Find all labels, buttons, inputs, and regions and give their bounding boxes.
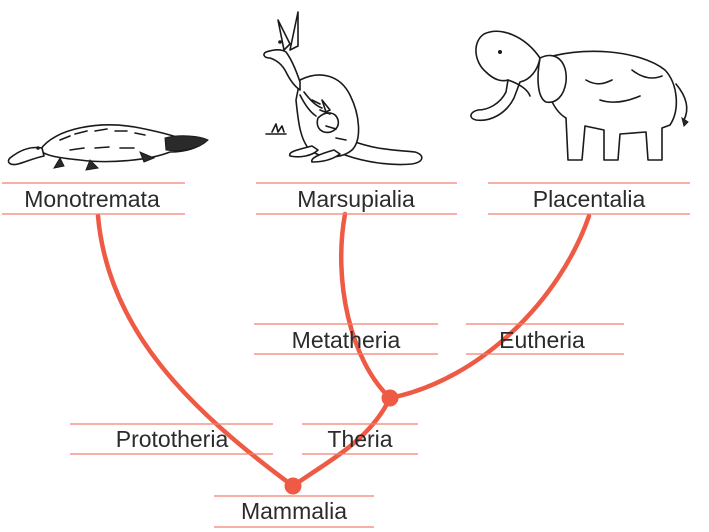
label-placentalia: Placentalia xyxy=(533,186,646,212)
taxon-placentalia: Placentalia xyxy=(488,182,690,215)
tree-branches xyxy=(95,211,592,495)
label-mammalia: Mammalia xyxy=(241,498,347,524)
taxon-marsupialia: Marsupialia xyxy=(256,182,457,215)
kangaroo-illustration xyxy=(263,11,423,166)
elephant-illustration xyxy=(470,30,689,161)
taxon-eutheria: Eutheria xyxy=(466,323,624,355)
label-marsupialia: Marsupialia xyxy=(297,186,415,212)
branch-theria xyxy=(290,395,393,489)
label-theria: Theria xyxy=(327,426,392,452)
taxon-mammalia: Mammalia xyxy=(214,495,374,528)
branch-monotremata xyxy=(95,213,296,489)
taxon-metatheria: Metatheria xyxy=(254,323,438,355)
mammalia-node xyxy=(284,477,302,495)
label-prototheria: Prototheria xyxy=(116,426,229,452)
taxon-monotremata: Monotremata xyxy=(2,182,185,215)
branch-marsupialia xyxy=(338,211,393,401)
branch-placentalia xyxy=(387,213,592,401)
taxon-prototheria: Prototheria xyxy=(70,423,273,455)
label-monotremata: Monotremata xyxy=(24,186,160,212)
label-metatheria: Metatheria xyxy=(292,327,401,353)
label-eutheria: Eutheria xyxy=(499,327,585,353)
theria-node xyxy=(381,389,399,407)
platypus-illustration xyxy=(7,124,209,171)
taxon-theria: Theria xyxy=(302,423,418,455)
